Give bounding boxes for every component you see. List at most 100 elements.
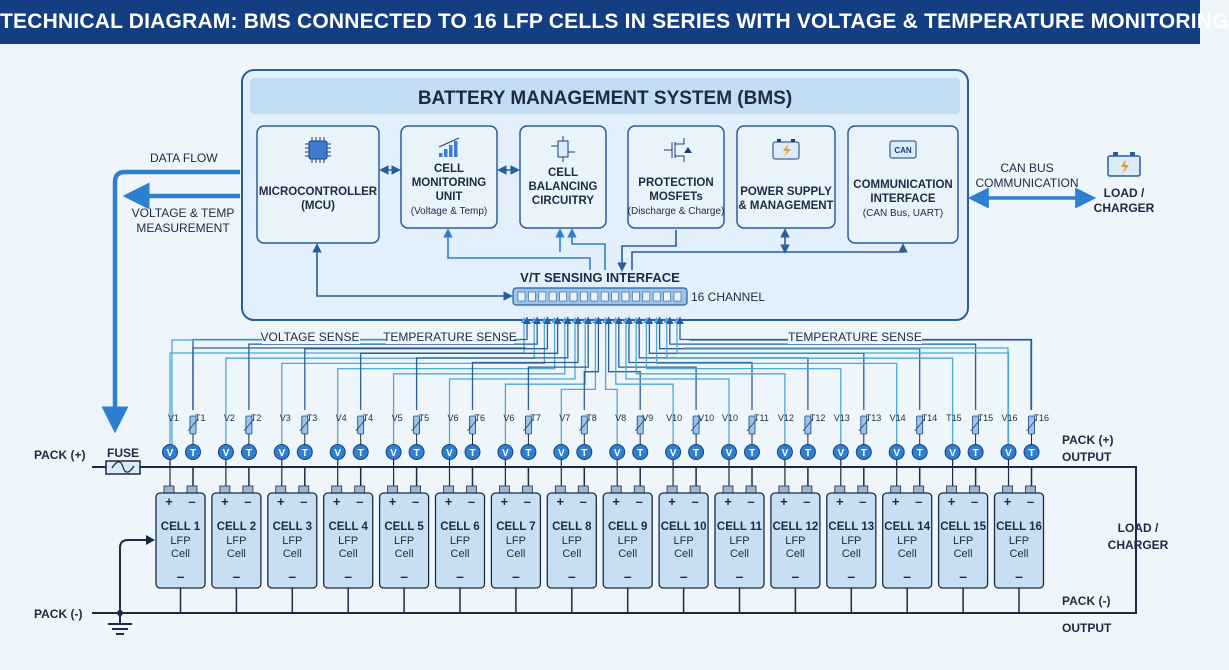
temperature-sense-wire <box>415 316 572 410</box>
connector-pins <box>517 291 682 302</box>
temp-sensor-label: T16 <box>1034 413 1050 423</box>
voltage-sensor-node <box>497 444 514 460</box>
cell-type: Cell <box>730 548 749 560</box>
load-charger-right-label-2: CHARGER <box>1108 538 1169 552</box>
module-label: BALANCING <box>529 181 598 193</box>
cell-minus-sign: – <box>244 494 251 509</box>
cell-type: Cell <box>1010 548 1029 560</box>
load-charger-top-label-2: CHARGER <box>1094 201 1155 215</box>
thermistor-slash <box>690 418 702 432</box>
voltage-sensor-node <box>944 444 961 460</box>
voltage-sense-wire <box>560 316 599 444</box>
thermistor-slash <box>187 418 199 432</box>
voltage-sensor-letter: V <box>1005 448 1012 459</box>
temp-sensor-label: T12 <box>810 413 826 423</box>
balancing-circuit-icon <box>551 136 575 162</box>
cell-plus-sign: + <box>389 494 397 509</box>
voltage-sensor-letter: V <box>334 448 341 459</box>
voltage-sensor-node <box>217 444 234 460</box>
cell-name: CELL 9 <box>608 521 647 533</box>
cell-chemistry: LFP <box>1009 535 1029 547</box>
cell-chemistry: LFP <box>953 535 973 547</box>
temp-sensor-letter: T <box>469 448 475 459</box>
bms-internal-links <box>312 165 908 301</box>
temp-sensor-label: T8 <box>586 413 597 423</box>
cell-body <box>546 492 597 589</box>
voltage-sense-wire <box>504 316 589 444</box>
cell-chemistry: LFP <box>282 535 302 547</box>
module-label: MONITORING <box>412 177 487 189</box>
voltage-sensor-letter: V <box>893 448 900 459</box>
temp-sensor-letter: T <box>805 448 811 459</box>
voltage-sensor-label: V4 <box>336 413 347 423</box>
load-charger-right-label-1: LOAD / <box>1118 521 1159 535</box>
cell-name: CELL 11 <box>717 521 763 533</box>
thermistor-slash <box>411 418 422 432</box>
cell-plus-sign: + <box>501 494 509 509</box>
temp-sensor-label: T13 <box>866 413 882 423</box>
voltage-sense-wire <box>643 316 842 444</box>
module-power[interactable]: POWER SUPPLY& MANAGEMENT <box>736 125 836 229</box>
voltage-sensor-letter: V <box>278 448 285 459</box>
pack-minus-label: PACK (-) <box>34 607 82 621</box>
voltage-sensor-node <box>273 444 290 460</box>
voltage-sensor-label: V5 <box>392 413 403 423</box>
cell-body <box>490 492 542 589</box>
bms-diagram: BATTERY MANAGEMENT SYSTEM (BMS) MICROCON… <box>34 69 1169 635</box>
cell-minus-sign: – <box>803 494 810 509</box>
connector-pin <box>580 291 588 302</box>
voltage-sensor-letter: V <box>558 448 565 459</box>
module-label: MOSFETs <box>649 191 702 203</box>
bms-modules: MICROCONTROLLER(MCU)CELLMONITORINGUNIT(V… <box>256 125 959 244</box>
temp-sensor-label: V10 <box>698 413 714 423</box>
module-label: INTERFACE <box>870 193 936 205</box>
thermistor-slash <box>914 418 926 432</box>
voltage-sensor-label: V14 <box>890 413 906 423</box>
cell-bottom-minus: – <box>792 568 800 584</box>
module-sublabel: (CAN Bus, UART) <box>863 208 943 219</box>
thermistor-slash <box>355 418 367 432</box>
cell-plus-sign: + <box>724 494 732 509</box>
cell-chemistry: LFP <box>841 535 861 547</box>
module-mcu[interactable]: MICROCONTROLLER(MCU) <box>256 125 380 244</box>
vt-sensing-interface-label: V/T SENSING INTERFACE <box>520 270 680 285</box>
cell-plus-sign: + <box>836 494 844 509</box>
temp-sensor-label: T3 <box>307 413 318 423</box>
can-bus-label-1: CAN BUS <box>1000 161 1053 175</box>
voltage-sensor-label: V10 <box>666 413 682 423</box>
voltage-sense-wire <box>602 316 618 444</box>
connector-pin <box>611 291 619 302</box>
module-label: CIRCUITRY <box>532 195 595 207</box>
voltage-sensor-label: V12 <box>778 413 794 423</box>
temp-sensor-label: T4 <box>363 413 374 423</box>
module-box <box>847 125 959 244</box>
pack-minus-output-label-2: OUTPUT <box>1062 621 1112 635</box>
module-label: PROTECTION <box>638 177 713 189</box>
mosfet-icon <box>664 138 692 162</box>
voltage-sensor-label: V13 <box>834 413 850 423</box>
voltage-sense-wire <box>622 316 730 444</box>
cell-body <box>882 492 933 589</box>
thermistor-slash <box>299 418 311 432</box>
cell-chemistry: LFP <box>897 535 917 547</box>
